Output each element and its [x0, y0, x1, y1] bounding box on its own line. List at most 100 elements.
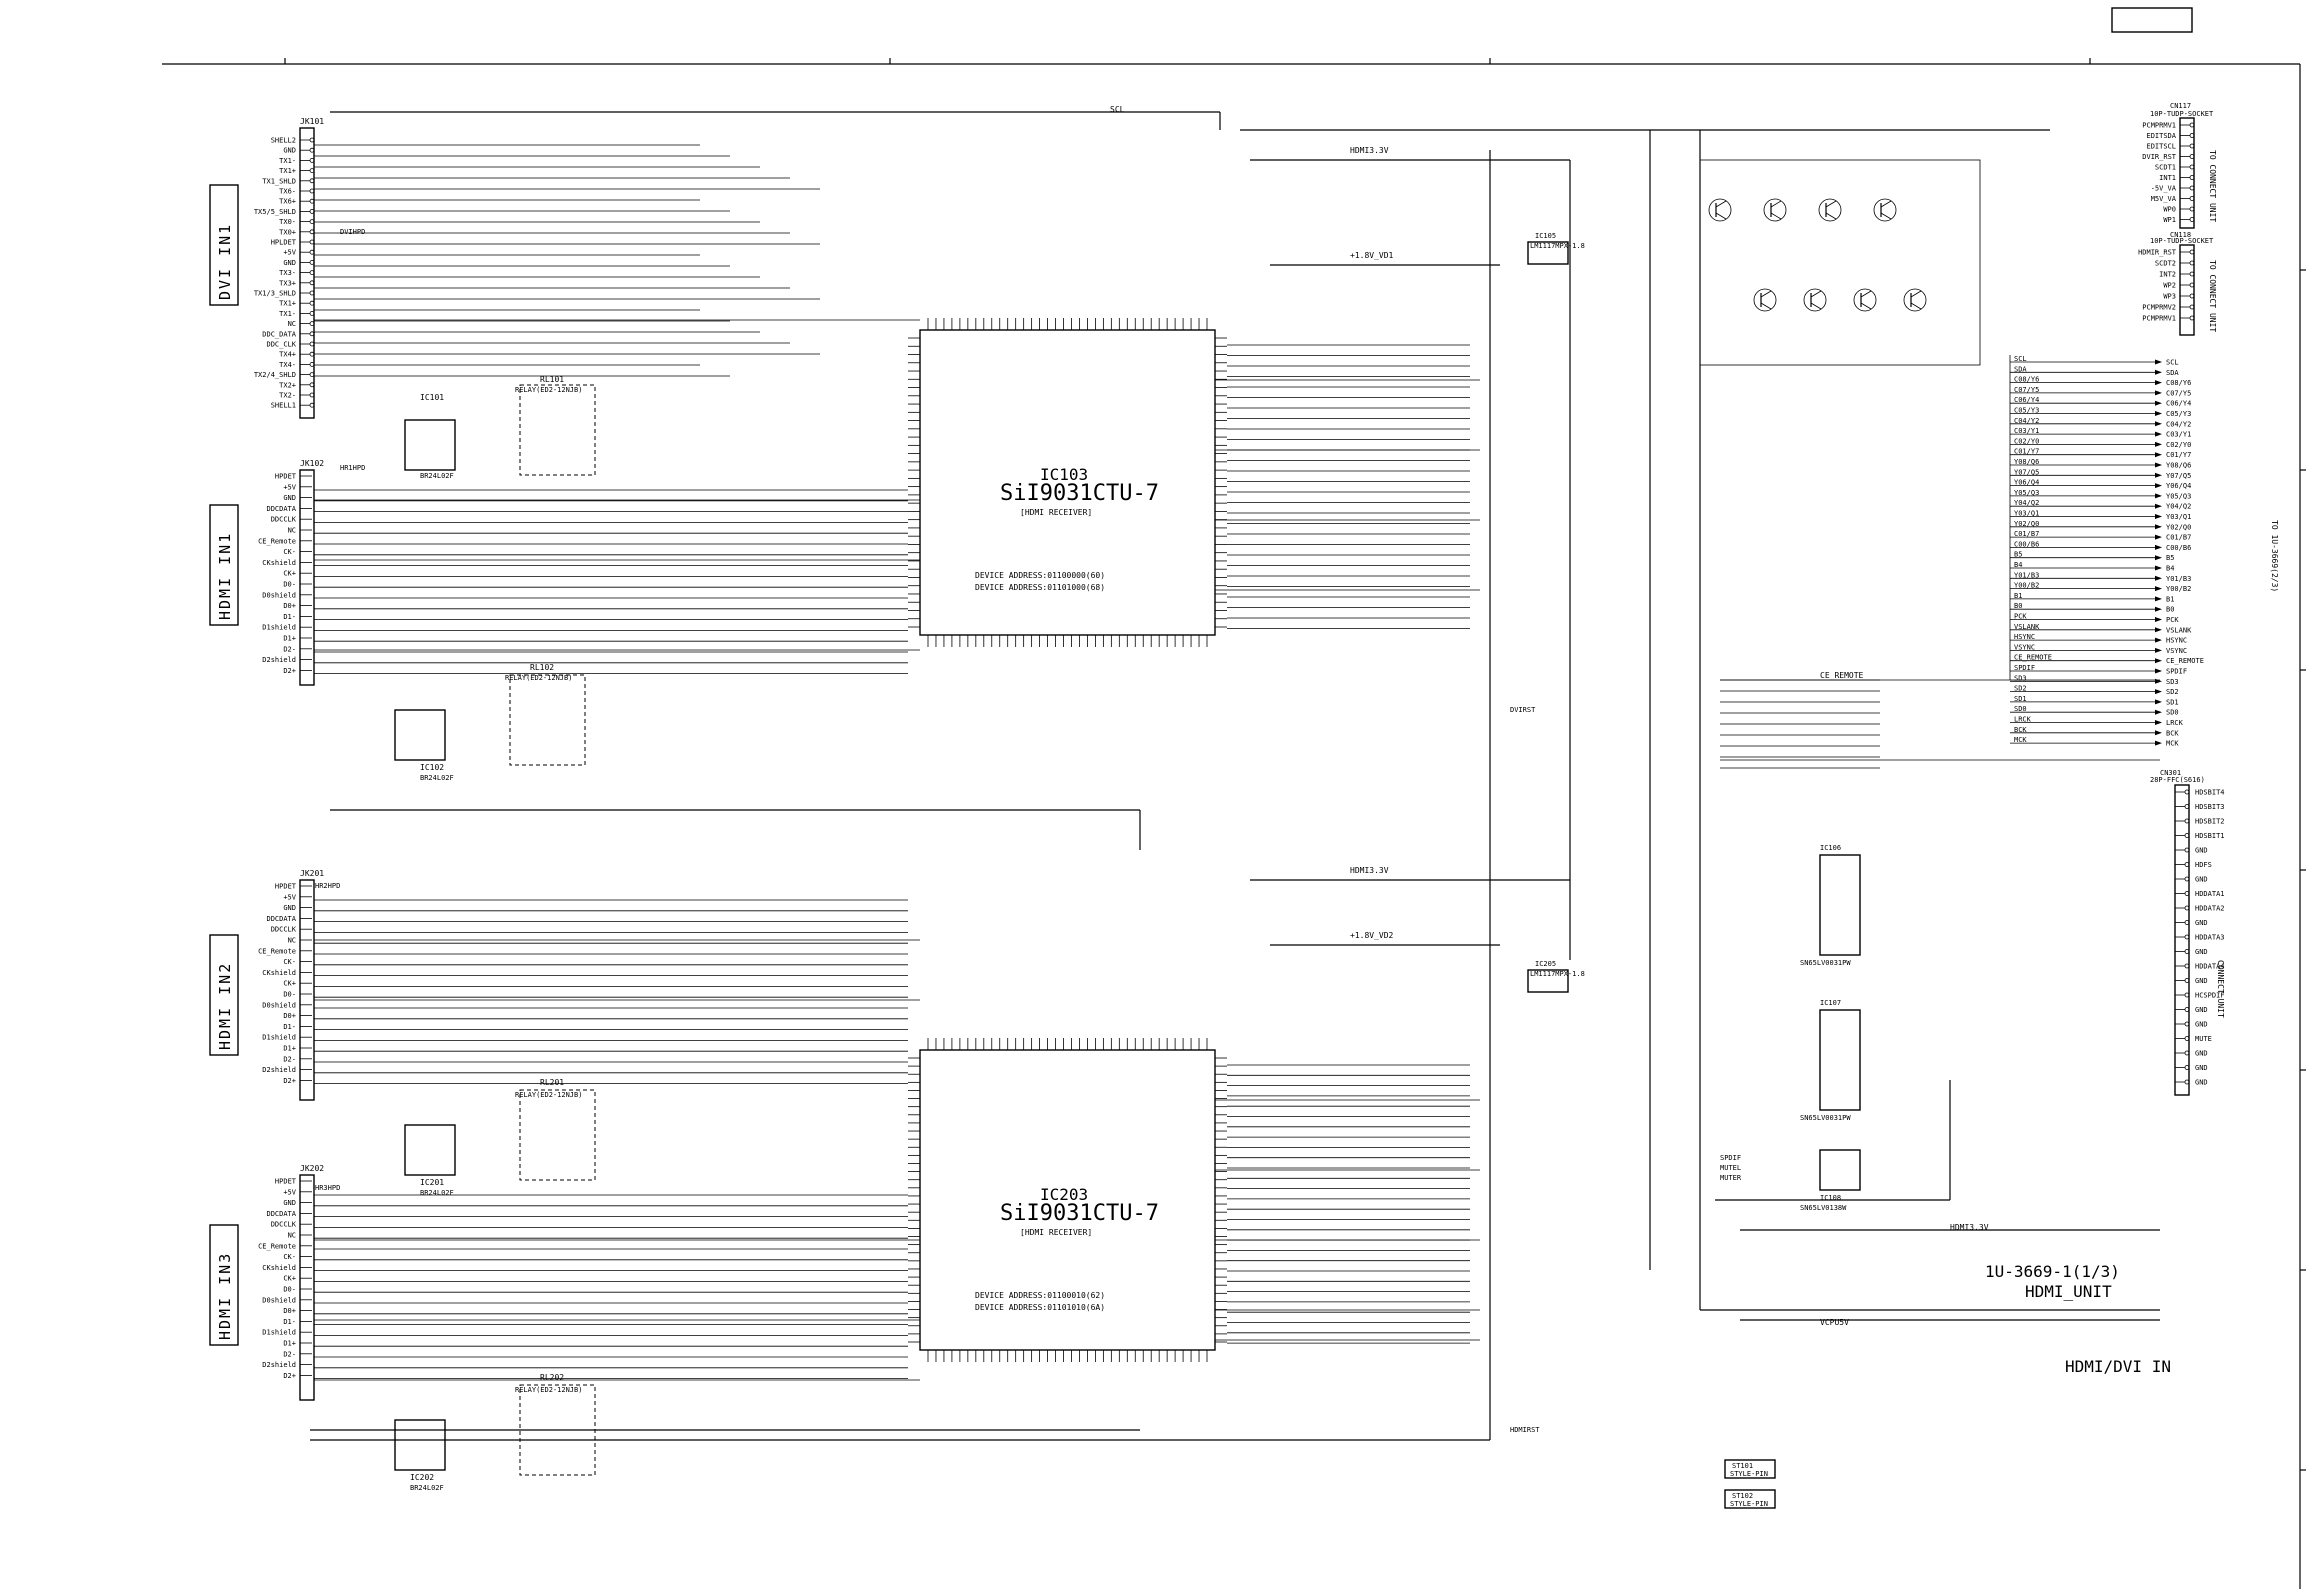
- hdmi2-pin-label: DDCDATA: [266, 915, 296, 923]
- ic203-desc: [HDMI RECEIVER]: [1020, 1228, 1092, 1237]
- svg-text:CN118: CN118: [2170, 231, 2191, 239]
- hdmi2-pin-label: D1+: [283, 1045, 296, 1053]
- eeprom-ic101: IC101 BR24L02F: [404, 393, 456, 480]
- bus-arrow-icon: [2155, 658, 2162, 664]
- bus-signal-label: BCK: [2014, 726, 2027, 734]
- bus-signal-label: PCK: [2166, 616, 2179, 624]
- bus-signal-label: C03/Y1: [2014, 427, 2039, 435]
- hdmi3-hpd-label: HR3HPD: [315, 1184, 340, 1192]
- hdmi1-pin-label: D2shield: [262, 656, 296, 664]
- bus-signal-label: VSLANK: [2014, 623, 2040, 631]
- dvi-pin-label: DDC_CLK: [266, 341, 296, 349]
- svg-text:28P-FFC(S616): 28P-FFC(S616): [2150, 776, 2205, 784]
- bus-signal-label: B5: [2166, 554, 2174, 562]
- hdmi3-pin-label: D0+: [283, 1307, 296, 1315]
- svg-text:RL101: RL101: [540, 375, 564, 384]
- cn301-pin-label: GND: [2195, 1050, 2208, 1058]
- bus-signal-label: Y07/Q5: [2166, 472, 2191, 480]
- ic108-block: IC108 SN65LV0138W: [1800, 1149, 1861, 1212]
- cn301-pin-label: GND: [2195, 1079, 2208, 1087]
- bus-arrow-icon: [2155, 369, 2162, 375]
- svg-text:IC107: IC107: [1820, 999, 1841, 1007]
- hdmi1-pin-label: DDCDATA: [266, 505, 296, 513]
- bus-arrow-icon: [2155, 575, 2162, 581]
- transistor-array: [1699, 159, 1981, 366]
- wiring: [310, 111, 2160, 1441]
- svg-text:IC102: IC102: [420, 763, 444, 772]
- bus-arrow-icon: [2155, 678, 2162, 684]
- jk202-label: JK202: [300, 1164, 324, 1173]
- hdmi2-pin-label: GND: [283, 904, 296, 912]
- hdmi1-pin-label: D1shield: [262, 624, 296, 632]
- svg-text:STYLE-PIN: STYLE-PIN: [1730, 1470, 1768, 1478]
- dvi-pin-label: GND: [283, 259, 296, 267]
- bus-arrow-icon: [2155, 390, 2162, 396]
- hdmi3-pin-label: DDCDATA: [266, 1210, 296, 1218]
- bus-arrow-icon: [2155, 441, 2162, 447]
- cn301-pin-label: HDSBIT3: [2195, 803, 2225, 811]
- dvi-pin-label: GND: [283, 147, 296, 155]
- hdmi3-pin-label: NC: [288, 1232, 296, 1240]
- hdmi-in3-label: HDMI IN3: [216, 1252, 234, 1340]
- ic203-part: SiI9031CTU-7: [1000, 1201, 1159, 1226]
- cn301-pin-label: MUTE: [2195, 1035, 2212, 1043]
- ic103-desc: [HDMI RECEIVER]: [1020, 508, 1092, 517]
- bus-arrow-icon: [2155, 452, 2162, 458]
- hdmi3-pin-label: CK+: [283, 1275, 296, 1283]
- bus-signal-label: B0: [2166, 606, 2174, 614]
- jk201-label: JK201: [300, 869, 324, 878]
- bus-signal-label: C03/Y1: [2166, 431, 2191, 439]
- svg-text:RELAY(ED2-12NJB): RELAY(ED2-12NJB): [505, 674, 572, 682]
- cn117-pin-label: EDITSCL: [2146, 143, 2176, 151]
- bus-signal-label: SPDIF: [2014, 664, 2035, 672]
- dvi-pin-label: TX0+: [279, 228, 296, 236]
- bus-signal-label: B1: [2014, 592, 2022, 600]
- bus-signal-label: B5: [2014, 551, 2022, 559]
- bus-signal-label: C01/Y7: [2166, 451, 2191, 459]
- bus-signal-label: SD3: [2166, 678, 2179, 686]
- hdmi3-pin-label: CKshield: [262, 1264, 296, 1272]
- hdmi2-pin-label: D0-: [283, 991, 296, 999]
- bus-arrow-icon: [2155, 380, 2162, 386]
- svg-text:LM1117MPX-1.8: LM1117MPX-1.8: [1530, 242, 1585, 250]
- dvi-pin-label: TX6+: [279, 198, 296, 206]
- bus-signal-label: Y00/B2: [2014, 582, 2039, 590]
- bus-arrow-icon: [2155, 730, 2162, 736]
- dvi-pin-label: TX6-: [279, 188, 296, 196]
- bus-signal-label: C05/Y3: [2166, 410, 2191, 418]
- cn118-pin-label: SCDT2: [2155, 260, 2176, 268]
- cn118-pin-label: HDMIR_RST: [2138, 249, 2177, 257]
- bus-arrow-icon: [2155, 647, 2162, 653]
- hdmi2-pin-label: D2shield: [262, 1066, 296, 1074]
- svg-text:IC106: IC106: [1820, 844, 1841, 852]
- hdmi2-pin-label: CK+: [283, 980, 296, 988]
- bus-signal-label: B4: [2014, 561, 2022, 569]
- bus-signal-label: SCL: [2166, 359, 2179, 367]
- ic203-addr2: DEVICE ADDRESS:01101010(6A): [975, 1303, 1105, 1312]
- svg-text:RELAY(ED2-12NJB): RELAY(ED2-12NJB): [515, 1091, 582, 1099]
- cn118-connector: CN118 10P-TUDP-SOCKET HDMIR_RSTSCDT2INT2…: [2138, 231, 2217, 336]
- bus-arrow-icon: [2155, 668, 2162, 674]
- bus-signal-label: C06/Y4: [2166, 400, 2191, 408]
- to-unit-3669: TO 1U-3669(2/3): [2270, 520, 2279, 592]
- net-scl: SCL: [1110, 105, 1125, 114]
- cn117-pin-label: EDITSDA: [2146, 132, 2176, 140]
- cn117-pin-label: PCMPRMV1: [2142, 122, 2176, 130]
- bus-signal-label: C04/Y2: [2014, 417, 2039, 425]
- dvi-pin-label: +5V: [283, 249, 296, 257]
- bus-signal-label: C02/Y0: [2014, 437, 2039, 445]
- svg-text:IC201: IC201: [420, 1178, 444, 1187]
- hdmi2-pin-label: D1shield: [262, 1034, 296, 1042]
- svg-text:ST101: ST101: [1732, 1462, 1753, 1470]
- cn301-pin-label: GND: [2195, 919, 2208, 927]
- bus-signal-label: C00/B6: [2014, 540, 2039, 548]
- hdmi3-pin-label: CK-: [283, 1253, 296, 1261]
- bus-signal-label: VSYNC: [2166, 647, 2187, 655]
- bus-signal-label: Y04/Q2: [2166, 503, 2191, 511]
- svg-text:10P-TUDP-SOCKET: 10P-TUDP-SOCKET: [2150, 237, 2214, 245]
- relay-rl201: RL201 RELAY(ED2-12NJB): [515, 1078, 596, 1181]
- cn117-pin-label: M5V_VA: [2151, 195, 2177, 203]
- bus-arrow-icon: [2155, 720, 2162, 725]
- hdmi2-pin-label: D2-: [283, 1055, 296, 1063]
